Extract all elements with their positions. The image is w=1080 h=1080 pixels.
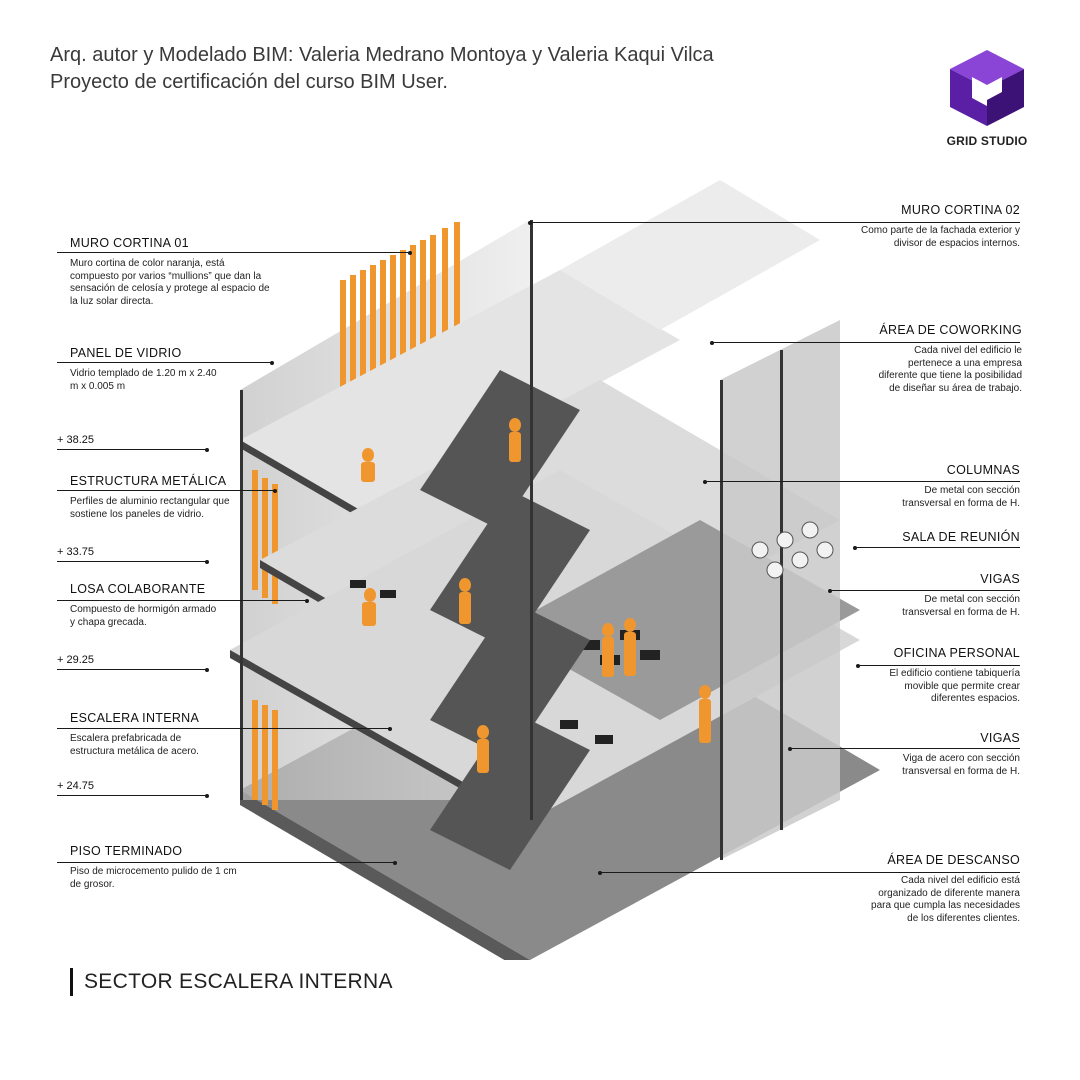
label-desc: Cada nivel del edificio está organizado …: [871, 875, 1020, 924]
leader-line: [703, 479, 1020, 484]
label-title: LOSA COLABORANTE: [70, 582, 206, 596]
label-title: VIGAS: [980, 572, 1020, 586]
leader-line: [57, 726, 392, 731]
project-line: Proyecto de certificación del curso BIM …: [50, 71, 448, 93]
label-title: MURO CORTINA 01: [70, 236, 189, 250]
grid-studio-logo: GRID STUDIO: [946, 48, 1028, 148]
label-area-de-descanso: ÁREA DE DESCANSO Cada nivel del edificio…: [820, 853, 1020, 925]
label-title: ÁREA DE COWORKING: [879, 323, 1022, 337]
leader-line: [57, 598, 309, 603]
label-desc: Vidrio templado de 1.20 m x 2.40 m x 0.0…: [70, 368, 217, 392]
label-area-de-coworking: ÁREA DE COWORKING Cada nivel del edifici…: [830, 323, 1022, 395]
leader-line: [57, 559, 209, 564]
elevation-24-75: + 24.75: [57, 780, 95, 792]
label-escalera-interna: ESCALERA INTERNA Escalera prefabricada d…: [70, 711, 280, 758]
label-desc: De metal con sección transversal en form…: [902, 485, 1020, 509]
leader-line: [828, 588, 1020, 593]
label-desc: Piso de microcemento pulido de 1 cm de g…: [70, 866, 237, 890]
credits-line: Arq. autor y Modelado BIM: Valeria Medra…: [50, 44, 714, 66]
label-estructura-metalica: ESTRUCTURA METÁLICA Perfiles de aluminio…: [70, 474, 290, 521]
elevation-29-25: + 29.25: [57, 654, 95, 666]
label-title: PISO TERMINADO: [70, 844, 183, 858]
label-desc: Compuesto de hormigón armado y chapa gre…: [70, 604, 217, 628]
grid-studio-cube-icon: [950, 50, 1024, 126]
elevation-33-75: + 33.75: [57, 546, 95, 558]
leader-line: [57, 360, 274, 365]
leader-line: [856, 663, 1020, 668]
label-desc: El edificio contiene tabiquería movible …: [889, 668, 1020, 704]
leader-line: [57, 667, 209, 672]
elevation-38-25: + 38.25: [57, 434, 95, 446]
building-axonometric: [200, 160, 880, 975]
label-title: COLUMNAS: [946, 463, 1020, 477]
leader-line: [57, 488, 277, 493]
label-title: SALA DE REUNIÓN: [902, 530, 1020, 544]
label-desc: Como parte de la fachada exterior y divi…: [861, 225, 1020, 249]
leader-line: [853, 545, 1020, 550]
label-muro-cortina-02: MURO CORTINA 02 Como parte de la fachada…: [820, 203, 1020, 250]
label-desc: Muro cortina de color naranja, está comp…: [70, 258, 270, 307]
label-title: OFICINA PERSONAL: [893, 646, 1020, 660]
leader-line: [788, 746, 1020, 751]
leader-line: [57, 793, 209, 798]
header: Arq. autor y Modelado BIM: Valeria Medra…: [50, 42, 870, 96]
label-title: VIGAS: [980, 731, 1020, 745]
label-title: PANEL DE VIDRIO: [70, 346, 182, 360]
label-title: MURO CORTINA 02: [901, 203, 1020, 217]
label-desc: De metal con sección transversal en form…: [902, 594, 1020, 618]
leader-line: [598, 870, 1020, 875]
label-columnas: COLUMNAS De metal con sección transversa…: [820, 463, 1020, 510]
label-desc: Escalera prefabricada de estructura metá…: [70, 733, 199, 757]
section-title-text: SECTOR ESCALERA INTERNA: [84, 970, 393, 993]
label-oficina-personal: OFICINA PERSONAL El edificio contiene ta…: [820, 646, 1020, 706]
logo-name: GRID STUDIO: [946, 134, 1028, 148]
label-title: ESTRUCTURA METÁLICA: [70, 474, 227, 488]
label-panel-de-vidrio: PANEL DE VIDRIO Vidrio templado de 1.20 …: [70, 346, 280, 393]
leader-line: [57, 860, 397, 865]
label-vigas-02: VIGAS Viga de acero con sección transver…: [820, 731, 1020, 778]
leader-line: [528, 220, 1020, 225]
label-desc: Perfiles de aluminio rectangular que sos…: [70, 496, 230, 520]
label-muro-cortina-01: MURO CORTINA 01 Muro cortina de color na…: [70, 236, 280, 308]
leader-line: [57, 250, 412, 255]
label-vigas-01: VIGAS De metal con sección transversal e…: [820, 572, 1020, 619]
label-title: ESCALERA INTERNA: [70, 711, 200, 725]
section-title: SECTOR ESCALERA INTERNA: [70, 968, 393, 996]
label-desc: Viga de acero con sección transversal en…: [902, 753, 1020, 777]
leader-line: [57, 447, 209, 452]
label-desc: Cada nivel del edificio le pertenece a u…: [878, 345, 1022, 394]
leader-line: [710, 340, 1020, 345]
label-piso-terminado: PISO TERMINADO Piso de microcemento puli…: [70, 844, 290, 891]
label-sala-de-reunion: SALA DE REUNIÓN: [820, 530, 1020, 544]
label-title: ÁREA DE DESCANSO: [887, 853, 1020, 867]
label-losa-colaborante: LOSA COLABORANTE Compuesto de hormigón a…: [70, 582, 280, 629]
